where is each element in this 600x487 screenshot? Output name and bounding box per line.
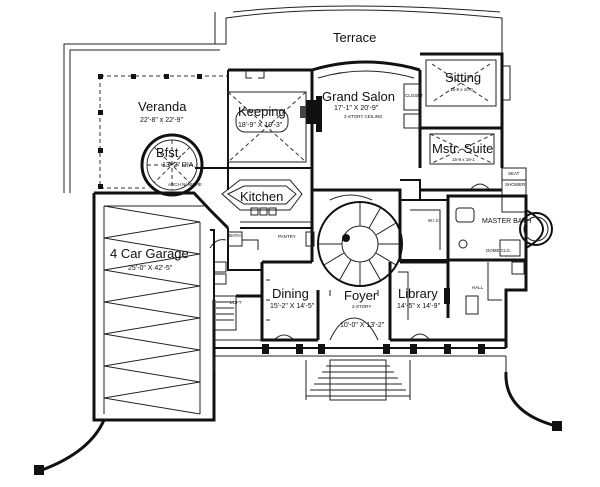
keeping-dims: 18'-9" X 19'-3" [238, 122, 283, 129]
sitting-room [420, 52, 511, 168]
garage-label: 4 Car Garage [110, 246, 189, 261]
terrace-outline [63, 5, 503, 193]
mstr-suite-dims: 15-9 x 18-1 [452, 157, 475, 162]
seat-label: SEAT [508, 171, 520, 176]
foyer-dims: 10'-0" X 13'-2" [340, 322, 385, 329]
pantry-label: PANTRY [278, 234, 296, 239]
loft-label: LOFT [230, 300, 242, 305]
kitchen [195, 167, 312, 229]
entry-steps [305, 359, 411, 401]
veranda-dims: 22'-8" x 22'-9" [140, 117, 184, 124]
foyer-label: Foyer [344, 288, 378, 303]
grand-salon-label: Grand Salon [322, 89, 395, 104]
master-bath-note: DOME CLG. [486, 248, 511, 253]
wic-label: W.I.C. [428, 218, 440, 223]
closet-label: CLOSET [405, 93, 423, 98]
fireplace-salon [316, 96, 322, 132]
bfst-dims: 13'-2" DIA. [162, 162, 195, 169]
closet-area [403, 83, 421, 129]
bath-label: BATH [229, 233, 241, 238]
library-label: Library [398, 286, 438, 301]
veranda-label: Veranda [138, 99, 187, 114]
front-porch [213, 339, 507, 372]
dining [260, 260, 318, 342]
master-bath-label: MASTER BATH [482, 218, 531, 225]
dining-label: Dining [272, 286, 309, 301]
grand-salon-note: 2-STORY CEILING [344, 114, 383, 119]
wic-area [399, 199, 449, 261]
grand-staircase [317, 201, 403, 287]
keeping-room [227, 68, 314, 168]
loft-stair [213, 294, 262, 331]
foyer-note: 2-STORY [352, 304, 371, 309]
foyer [316, 290, 392, 341]
bfst-label: Bfst. [156, 145, 182, 160]
garage-dims: 25'-0" X 42'-5" [128, 265, 173, 272]
hall-label: HALL [472, 285, 484, 290]
right-wing-walls [446, 258, 528, 348]
car-garage [92, 191, 230, 422]
dining-dims: 15'-2" X 14'-5" [270, 303, 315, 310]
master-suite [420, 126, 502, 192]
shower-label: SHOWER [505, 182, 526, 187]
keeping-label: Keeping [238, 104, 286, 119]
driveway-walls [34, 371, 562, 475]
library-dims: 14'-5" x 14'-9" [397, 303, 441, 310]
arch-label: ARCH N/ NICHE [168, 182, 202, 187]
shower-seat [501, 167, 527, 213]
terrace-label: Terrace [333, 30, 376, 45]
veranda-area [98, 70, 229, 190]
kitchen-label: Kitchen [240, 189, 283, 204]
fireplace-keeping [300, 100, 316, 124]
breakfast-rotunda [140, 133, 204, 197]
mstr-suite-label: Mstr. Suite [432, 141, 493, 156]
sitting-dims: 15-9 x 10-0 [450, 87, 473, 92]
sitting-label: Sitting [445, 70, 481, 85]
grand-salon-dims: 17'-1" X 20'-9" [334, 105, 379, 112]
center-walls [310, 168, 421, 262]
